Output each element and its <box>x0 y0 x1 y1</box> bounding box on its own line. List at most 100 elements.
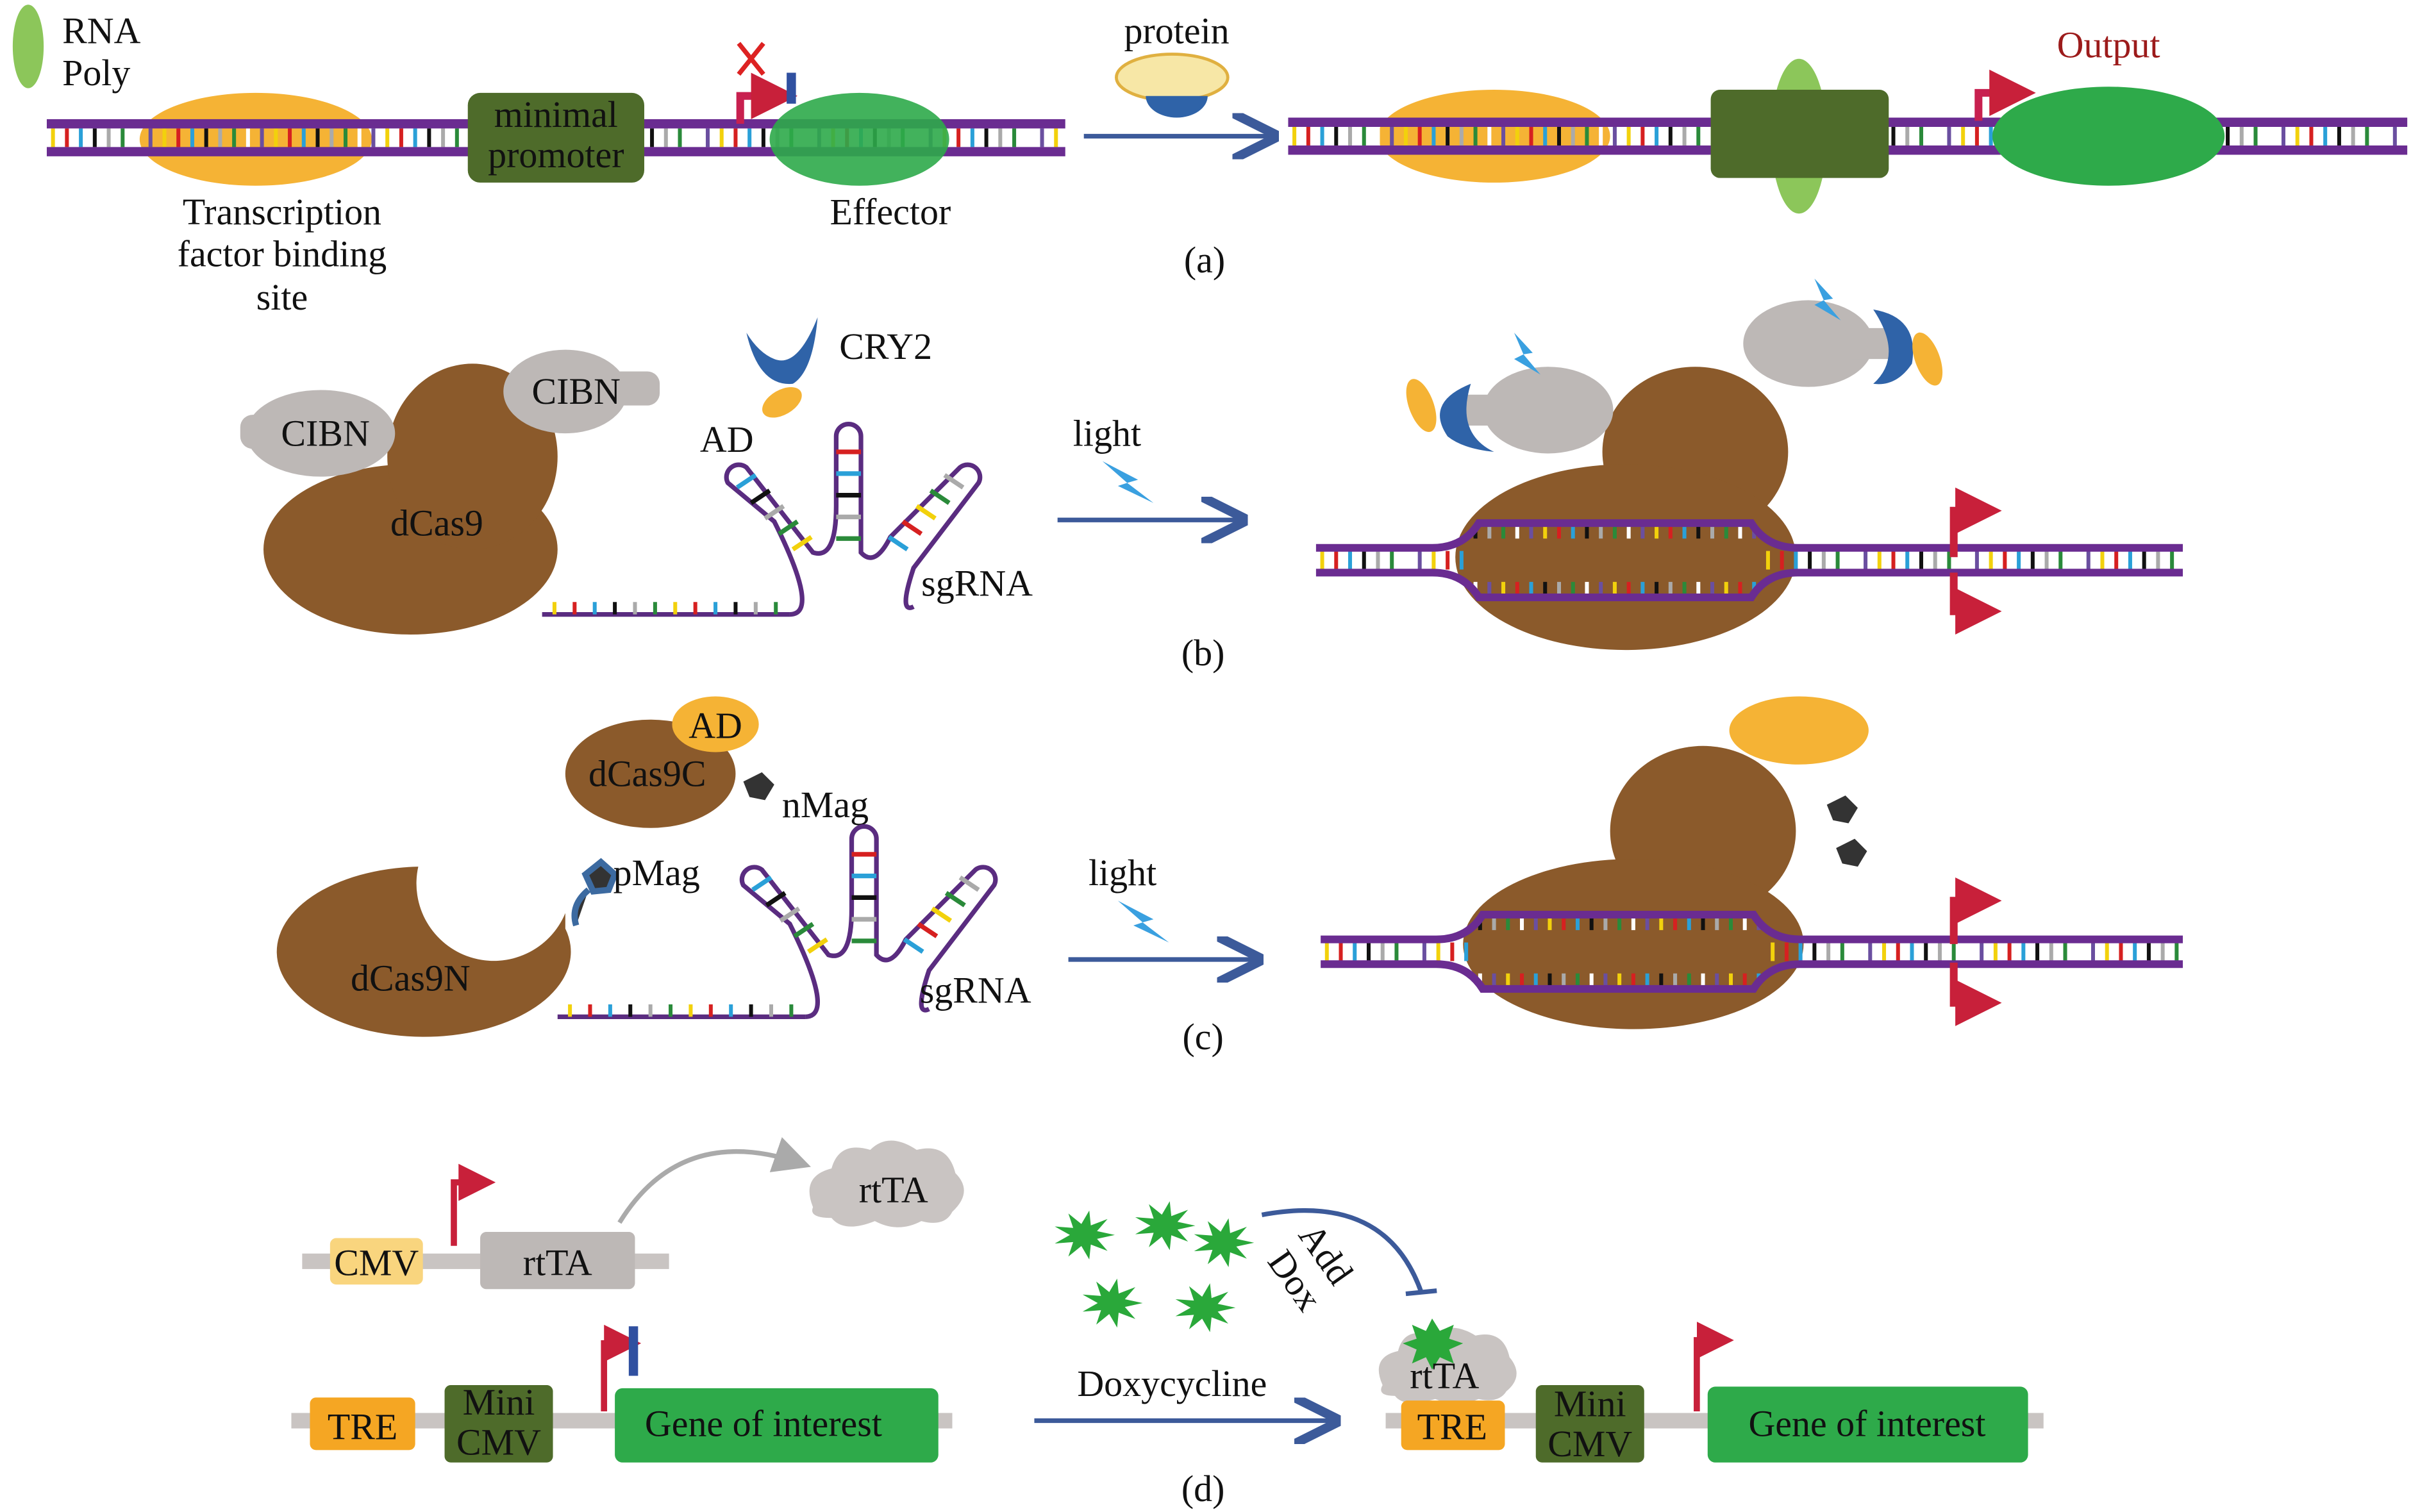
rtta-protein-cloud <box>809 1140 964 1227</box>
ad-bound-2 <box>1912 332 1943 386</box>
base-pair <box>806 937 828 954</box>
cibn-label-2: CIBN <box>532 370 621 412</box>
gene-label: Gene of interest <box>645 1403 882 1445</box>
nmag-icon <box>743 772 774 801</box>
nmag-label: nMag <box>782 784 869 826</box>
gene-of-interest-box-right <box>1707 1386 2028 1463</box>
ad-domain-c <box>672 696 759 752</box>
base-pair <box>943 473 965 490</box>
base-pair <box>793 922 815 938</box>
promoter-arrow-down-c <box>1949 962 2002 1026</box>
promoter-label-1: minimal <box>494 94 618 135</box>
base-pair <box>778 519 799 536</box>
doxycycline-star-icon <box>1055 1210 1115 1259</box>
protein-label: protein <box>1124 10 1230 52</box>
promoter-arrow-down-b <box>1949 572 2002 635</box>
effector-label: Effector <box>830 191 951 233</box>
panel-b-label: (b) <box>1181 632 1225 674</box>
base-pair <box>749 488 771 505</box>
ad-label: AD <box>700 419 754 460</box>
cibn-1 <box>246 390 396 477</box>
cry2-label: CRY2 <box>839 326 932 367</box>
sgrna-hairpins <box>739 824 998 1019</box>
light-label-b: light <box>1073 412 1141 454</box>
protein-icon <box>1115 53 1230 103</box>
add-dox-arrow-tip <box>1405 1288 1437 1297</box>
tf-label-2: factor binding <box>178 233 387 274</box>
ad-bound-c <box>1729 696 1869 765</box>
base-pair <box>791 535 813 552</box>
cibn-label-1: CIBN <box>281 412 369 454</box>
gene-label-right: Gene of interest <box>1748 1403 1985 1445</box>
cibn-linker-3 <box>1455 394 1517 426</box>
panel-a: RNA Poly minimal promoter Transcription … <box>12 4 2408 318</box>
rtta-protein-label: rtTA <box>859 1169 928 1211</box>
dox-bound-star <box>1403 1318 1464 1370</box>
base-pair <box>751 876 772 892</box>
cry2-icon <box>746 317 818 385</box>
ad-domain-icon <box>762 386 802 418</box>
tf-label-3: site <box>256 276 308 318</box>
cmv-box <box>330 1238 423 1285</box>
lightning-icon-2 <box>1514 333 1541 375</box>
promoter-arrow-up-c <box>1949 877 2002 944</box>
pmag-label: pMag <box>613 852 700 893</box>
rtta-bound-label: rtTA <box>1410 1355 1479 1397</box>
sgrna-hairpins <box>724 422 983 617</box>
tre-box <box>310 1397 415 1450</box>
base-pair <box>903 937 924 954</box>
dcas9n-shape <box>276 867 571 1037</box>
cibn-cry2-complex-2 <box>1743 300 1874 387</box>
base-pair <box>765 891 787 908</box>
rtta-gene-label: rtTA <box>523 1242 592 1284</box>
panel-d-label: (d) <box>1181 1468 1225 1509</box>
lightning-icon <box>1102 461 1154 503</box>
tf-label-1: Transcription <box>183 191 381 233</box>
lightning-icon-c <box>1117 901 1169 943</box>
ad-bound-1 <box>1406 379 1437 432</box>
magnet-dimer-icon <box>1826 795 1867 867</box>
tf-binding-site-right <box>1378 90 1610 183</box>
mini-cmv-right-1: Mini <box>1554 1383 1626 1424</box>
mini-cmv-box-right <box>1535 1385 1644 1463</box>
repressor-bar-icon <box>787 72 796 104</box>
sgrna-label-b: sgRNA <box>921 563 1033 604</box>
gene-of-interest-box <box>615 1388 939 1463</box>
tf-binding-site <box>139 92 372 186</box>
mini-cmv-label-1: Mini <box>463 1381 535 1423</box>
output-effector <box>1992 87 2225 186</box>
base-pair <box>779 906 801 923</box>
doxycycline-star-icon <box>1194 1218 1255 1268</box>
protein-blue-part <box>1146 96 1208 118</box>
promoter-label-2: promoter <box>488 134 624 176</box>
cmv-promoter-arrow <box>451 1163 496 1246</box>
promoter-arrow-icon <box>736 72 798 124</box>
cibn-2 <box>503 349 628 434</box>
sgrna-b <box>542 422 983 617</box>
tre-label-right: TRE <box>1417 1406 1487 1448</box>
base-pair <box>917 922 939 938</box>
base-pair <box>735 473 757 490</box>
base-pair <box>944 891 966 908</box>
dcas9c-label: dCas9C <box>588 753 706 795</box>
repressor-bar-d <box>628 1326 638 1376</box>
panel-c: AD dCas9C nMag pMag dCas9N sgRNA light (… <box>276 696 2183 1058</box>
cry2-bound-icon-1 <box>1440 383 1494 453</box>
doxycycline-star-icon <box>1175 1283 1236 1333</box>
base-pair <box>901 519 923 536</box>
effector-shape <box>769 92 949 186</box>
cmv-label: CMV <box>334 1242 419 1284</box>
ad-label-c: AD <box>688 705 742 747</box>
sgrna-c <box>557 824 998 1019</box>
legend-poly: Poly <box>62 52 130 94</box>
dcas9n-label: dCas9N <box>351 957 471 999</box>
cibn-cry2-complex-1 <box>1483 367 1614 454</box>
tre-promoter-arrow <box>601 1324 642 1412</box>
minimal-promoter-box-right <box>1710 90 1889 178</box>
dna-strand-b <box>1315 519 2183 602</box>
tre-box-right <box>1401 1400 1505 1450</box>
sgrna-label-c: sgRNA <box>920 970 1031 1011</box>
panel-a-label: (a) <box>1184 239 1225 281</box>
base-pair <box>929 488 951 505</box>
